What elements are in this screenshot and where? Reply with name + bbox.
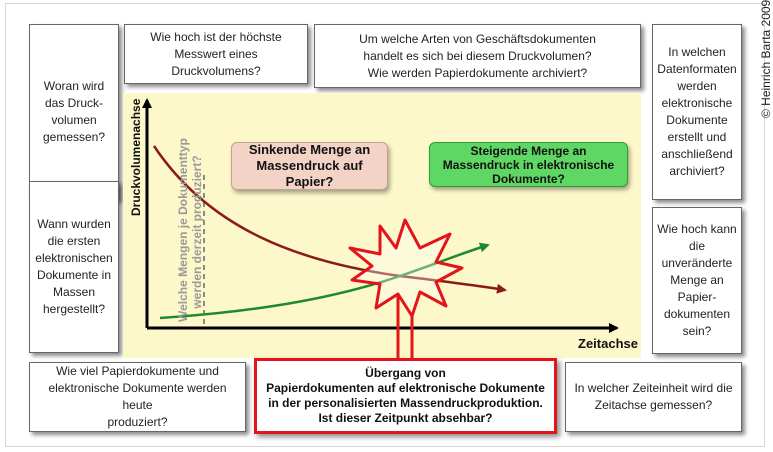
question-text: Wann wurden die ersten elektronischen Do… — [35, 217, 113, 316]
transition-burst-icon — [348, 218, 464, 318]
question-text: Wie hoch ist der höchste Messwert eines … — [150, 29, 282, 78]
question-text: Wie viel Papierdokumente und elektronisc… — [48, 364, 227, 429]
y-axis-label: Druckvolumenachse — [129, 98, 143, 216]
x-axis-label: Zeitachse — [578, 336, 638, 351]
question-box-measurement: Woran wird das Druck- volumen gemessen? — [29, 24, 119, 200]
callout-rising-electronic: Steigende Menge an Massendruck in elektr… — [429, 142, 628, 187]
transition-question-box: Übergang von Papierdokumenten auf elektr… — [254, 358, 557, 434]
paper-volume-curve — [152, 145, 507, 294]
question-text: Um welche Arten von Geschäftsdokumenten … — [359, 31, 596, 80]
question-text: Woran wird das Druck- volumen gemessen? — [42, 79, 106, 144]
callout-text: Steigende Menge an Massendruck in elektr… — [442, 143, 615, 186]
question-box-today-production: Wie viel Papierdokumente und elektronisc… — [29, 362, 246, 432]
question-box-paper-amount: Wie hoch kann die unveränderte Menge an … — [652, 207, 742, 354]
transition-connector — [396, 294, 414, 360]
copyright-label: © Heinrich Barta 2009 — [759, 0, 773, 118]
callout-falling-paper: Sinkende Menge an Massendruck auf Papier… — [231, 142, 388, 190]
question-text: In welchen Datenformaten werden elektron… — [657, 45, 737, 178]
current-production-label: Welche Mengen je Dokumenttyp werden derz… — [176, 138, 204, 322]
question-box-time-unit: In welcher Zeiteinheit wird die Zeitachs… — [565, 362, 742, 432]
question-text: Wie hoch kann die unveränderte Menge an … — [657, 222, 737, 338]
callout-text: Sinkende Menge an Massendruck auf Papier… — [248, 142, 371, 189]
question-box-highest-value: Wie hoch ist der höchste Messwert eines … — [124, 24, 308, 84]
question-box-document-types: Um welche Arten von Geschäftsdokumenten … — [314, 24, 641, 88]
question-box-first-electronic: Wann wurden die ersten elektronischen Do… — [29, 181, 119, 353]
question-box-data-formats: In welchen Datenformaten werden elektron… — [652, 24, 742, 200]
question-text: In welcher Zeiteinheit wird die Zeitachs… — [574, 381, 733, 412]
transition-text: Übergang von Papierdokumenten auf elektr… — [266, 366, 545, 425]
